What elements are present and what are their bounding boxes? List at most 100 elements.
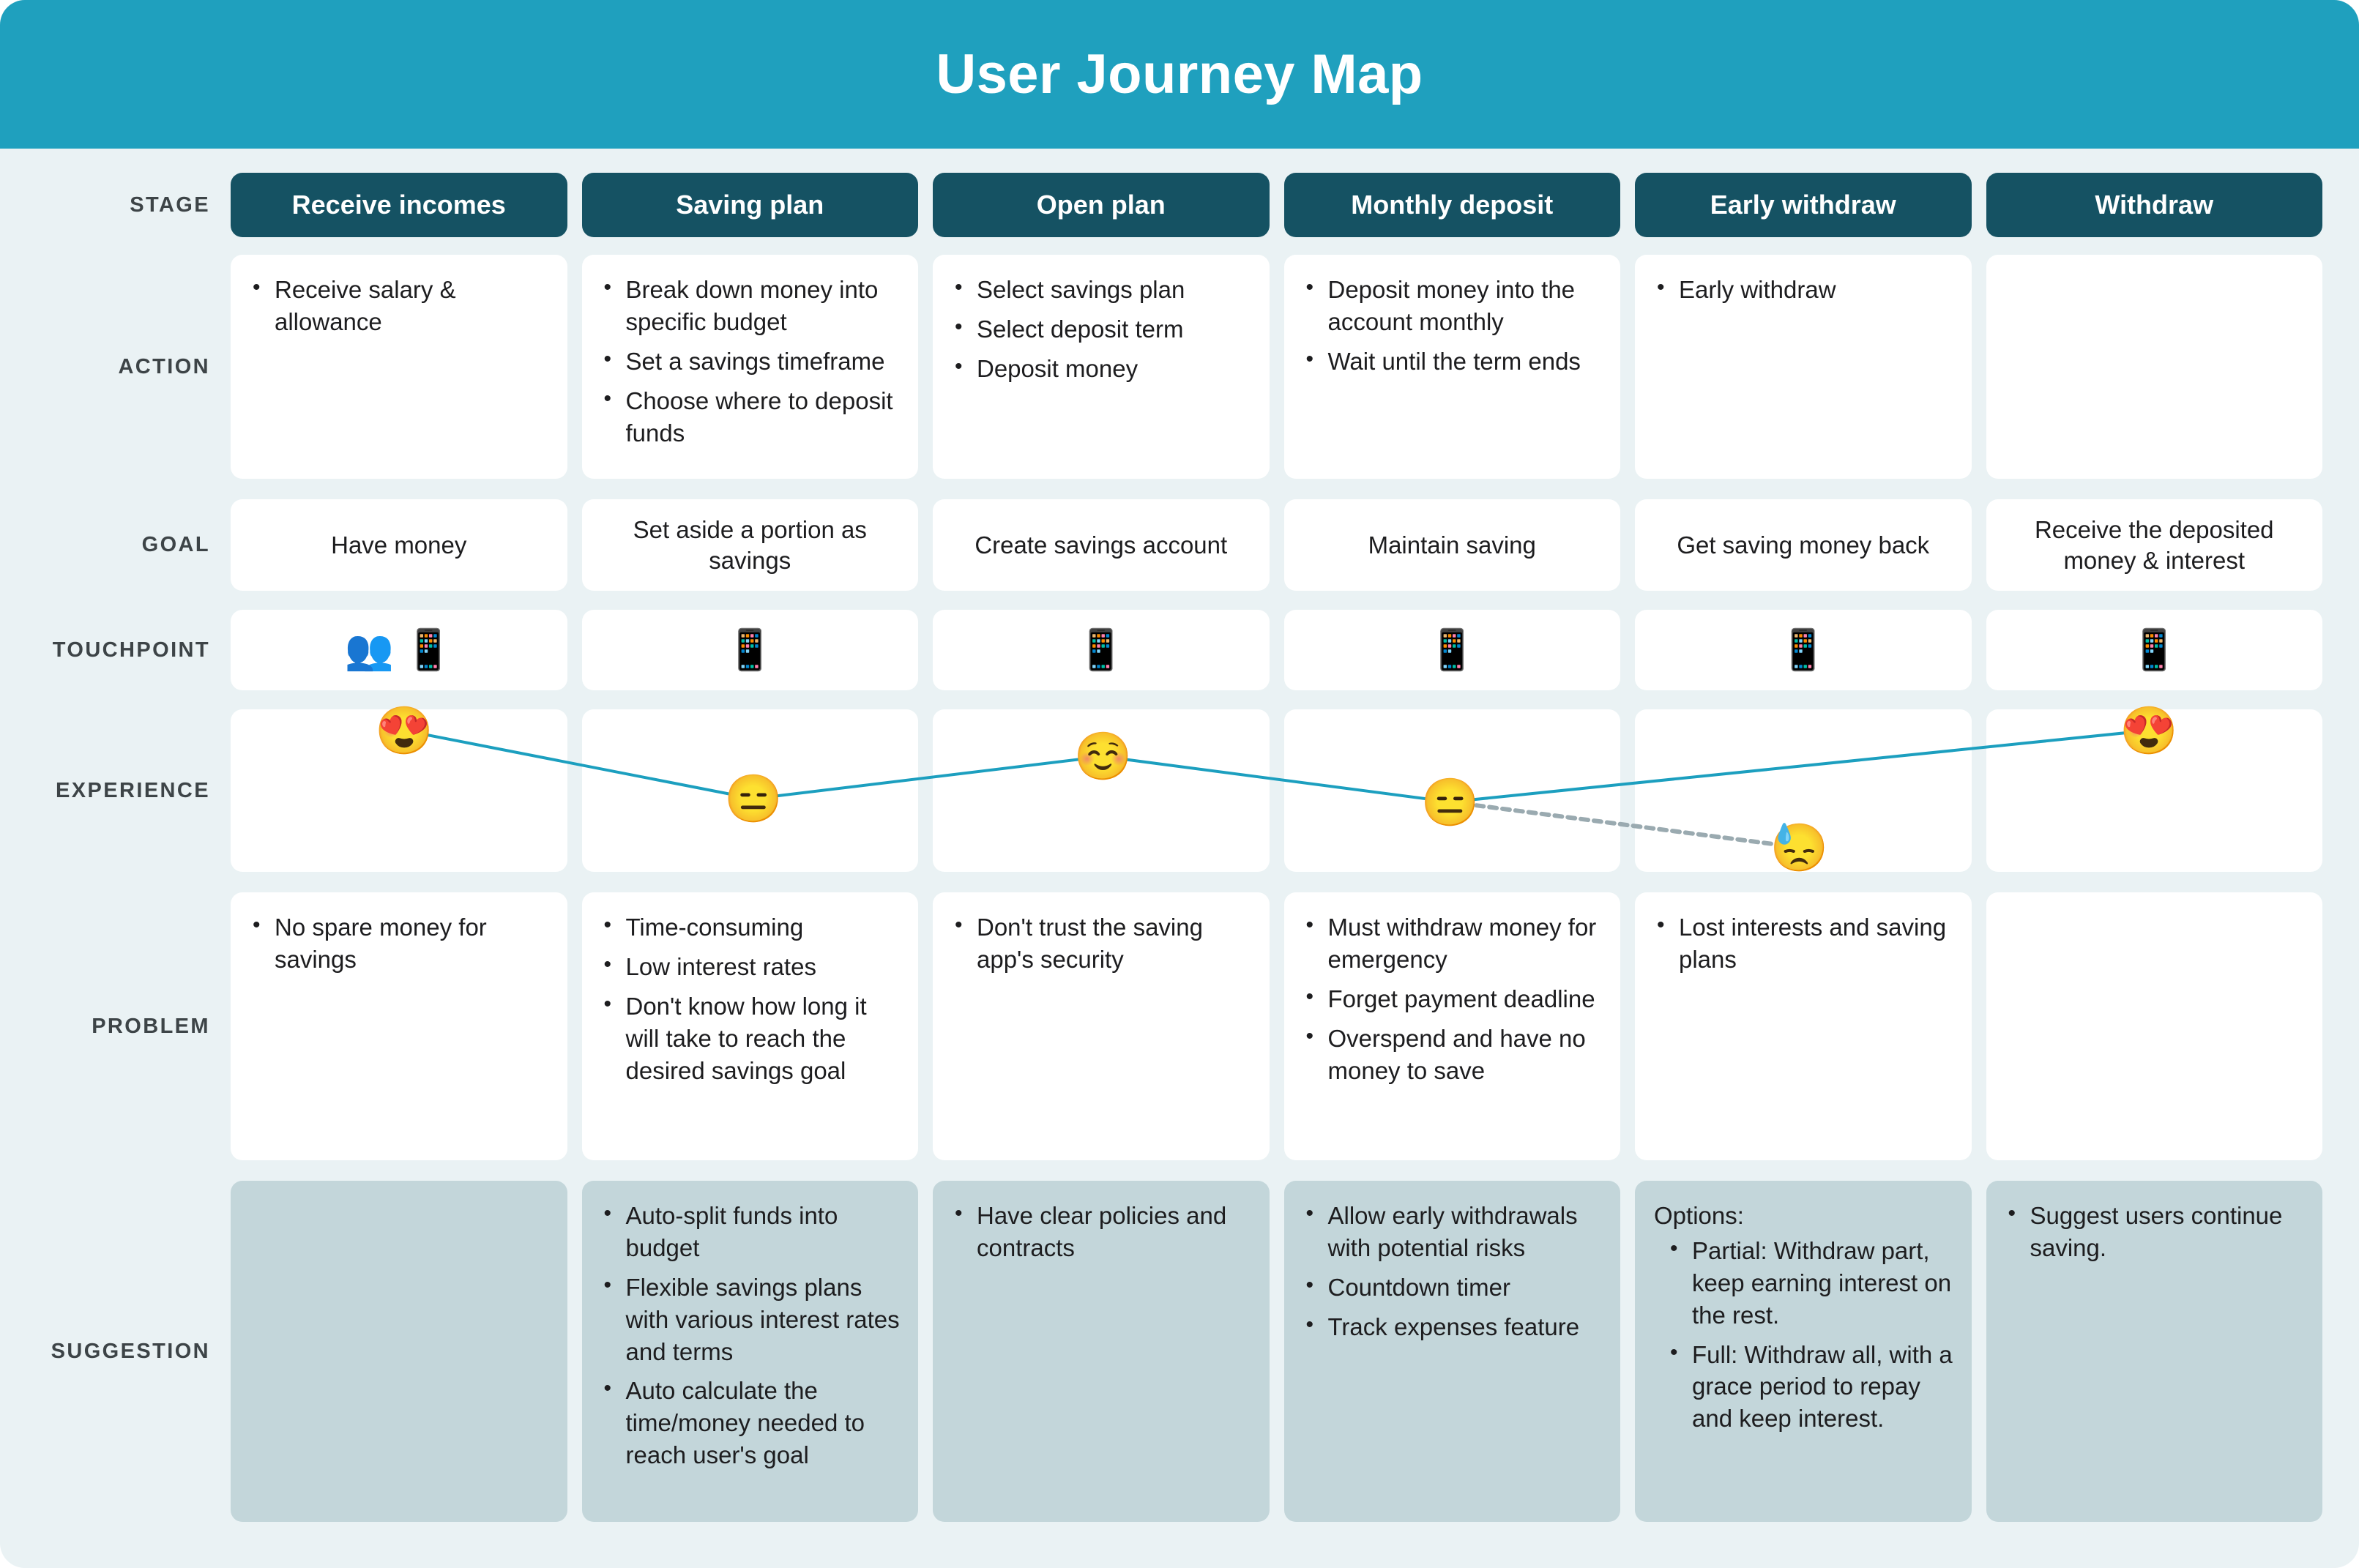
bullet-list: Lost interests and saving plans	[1654, 911, 1954, 976]
busts-in-silhouette-icon: 👥	[344, 628, 394, 672]
bullet-list: Auto-split funds into budgetFlexible sav…	[601, 1199, 901, 1471]
list-item: Low interest rates	[601, 950, 901, 983]
mobile-phone-icon: 📱	[1778, 628, 1828, 672]
list-item: Countdown timer	[1303, 1271, 1603, 1304]
row-label-problem: PROBLEM	[92, 1014, 210, 1038]
touchpoint-cell-2: 📱	[933, 610, 1270, 690]
suggestion-row: SUGGESTION Auto-split funds into budgetF…	[37, 1181, 2322, 1522]
goal-text: Get saving money back	[1677, 531, 1930, 559]
experience-cell-0	[231, 709, 567, 872]
list-item: Have clear policies and contracts	[952, 1199, 1252, 1264]
goal-text: Maintain saving	[1368, 531, 1536, 559]
experience-cell-3	[1283, 709, 1620, 872]
suggestion-heading: Options:	[1654, 1202, 1744, 1229]
experience-row: EXPERIENCE 😍😑☺️😑😓😍	[37, 707, 2322, 872]
experience-cells: 😍😑☺️😑😓😍	[231, 707, 2322, 872]
bullet-list: Must withdraw money for emergencyForget …	[1303, 911, 1603, 1086]
action-cell-3: Deposit money into the account monthlyWa…	[1283, 255, 1620, 479]
stage-label: Monthly deposit	[1351, 190, 1554, 220]
bullet-list: Don't trust the saving app's security	[952, 911, 1252, 976]
list-item: Must withdraw money for emergency	[1303, 911, 1603, 976]
suggestion-cell-5: Suggest users continue saving.	[1986, 1181, 2322, 1522]
stage-cell-2[interactable]: Open plan	[933, 173, 1270, 237]
list-item: Allow early withdrawals with potential r…	[1303, 1199, 1603, 1264]
touchpoint-cells: 👥📱📱📱📱📱📱	[231, 610, 2322, 690]
bullet-list: Time-consumingLow interest ratesDon't kn…	[601, 911, 901, 1086]
stage-cell-3[interactable]: Monthly deposit	[1283, 173, 1620, 237]
goal-cell-2: Create savings account	[933, 499, 1270, 591]
touchpoint-cell-4: 📱	[1635, 610, 1972, 690]
bullet-list: Receive salary & allowance	[250, 273, 550, 338]
row-label-suggestion: SUGGESTION	[51, 1339, 210, 1363]
suggestion-cells: Auto-split funds into budgetFlexible sav…	[231, 1181, 2322, 1522]
list-item: Suggest users continue saving.	[2005, 1199, 2306, 1264]
list-item: Forget payment deadline	[1303, 982, 1603, 1015]
list-item: Time-consuming	[601, 911, 901, 944]
stage-label: Early withdraw	[1710, 190, 1896, 220]
bullet-list: Deposit money into the account monthlyWa…	[1303, 273, 1603, 378]
row-label-action: ACTION	[118, 354, 210, 378]
row-label-stage: STAGE	[130, 193, 210, 217]
mobile-phone-icon: 📱	[1076, 628, 1126, 672]
list-item: Lost interests and saving plans	[1654, 911, 1954, 976]
touchpoint-cell-5: 📱	[1986, 610, 2322, 690]
list-item: Auto-split funds into budget	[601, 1199, 901, 1264]
list-item: Select deposit term	[952, 313, 1252, 346]
list-item: Partial: Withdraw part, keep earning int…	[1654, 1234, 1954, 1332]
list-item: Early withdraw	[1654, 273, 1954, 306]
action-cell-1: Break down money into specific budgetSet…	[581, 255, 918, 479]
list-item: Receive salary & allowance	[250, 273, 550, 338]
list-item: Deposit money	[952, 352, 1252, 385]
problem-cell-2: Don't trust the saving app's security	[933, 892, 1270, 1160]
stage-cell-1[interactable]: Saving plan	[581, 173, 918, 237]
list-item: Break down money into specific budget	[601, 273, 901, 338]
bullet-list: Partial: Withdraw part, keep earning int…	[1654, 1234, 1954, 1435]
suggestion-cell-4: Options: Partial: Withdraw part, keep ear…	[1635, 1181, 1972, 1522]
touchpoint-cell-0: 👥📱	[231, 610, 567, 690]
mobile-phone-icon: 📱	[725, 628, 775, 672]
suggestion-cell-2: Have clear policies and contracts	[933, 1181, 1270, 1522]
problem-cell-1: Time-consumingLow interest ratesDon't kn…	[581, 892, 918, 1160]
list-item: Auto calculate the time/money needed to …	[601, 1374, 901, 1471]
bullet-list: Break down money into specific budgetSet…	[601, 273, 901, 449]
list-item: Set a savings timeframe	[601, 345, 901, 378]
suggestion-cell-3: Allow early withdrawals with potential r…	[1283, 1181, 1620, 1522]
goal-text: Receive the deposited money & interest	[2034, 515, 2274, 574]
stage-cell-0[interactable]: Receive incomes	[231, 173, 567, 237]
action-cell-0: Receive salary & allowance	[231, 255, 567, 479]
list-item: No spare money for savings	[250, 911, 550, 976]
mobile-phone-icon: 📱	[403, 628, 453, 672]
action-cell-2: Select savings planSelect deposit termDe…	[933, 255, 1270, 479]
problem-cell-4: Lost interests and saving plans	[1635, 892, 1972, 1160]
stage-label: Withdraw	[2095, 190, 2214, 220]
row-label-goal: GOAL	[141, 533, 210, 556]
experience-cell-5	[1986, 709, 2322, 872]
problem-cell-5	[1986, 892, 2322, 1160]
problem-cells: No spare money for savings Time-consuming…	[231, 892, 2322, 1160]
list-item: Select savings plan	[952, 273, 1252, 306]
goal-cell-4: Get saving money back	[1635, 499, 1972, 591]
touchpoint-cell-3: 📱	[1283, 610, 1620, 690]
bullet-list: Select savings planSelect deposit termDe…	[952, 273, 1252, 385]
touchpoint-cell-1: 📱	[581, 610, 918, 690]
stage-cell-4[interactable]: Early withdraw	[1635, 173, 1972, 237]
list-item: Wait until the term ends	[1303, 345, 1603, 378]
problem-cell-3: Must withdraw money for emergencyForget …	[1283, 892, 1620, 1160]
goal-cell-1: Set aside a portion as savings	[581, 499, 918, 591]
list-item: Overspend and have no money to save	[1303, 1022, 1603, 1087]
action-cell-4: Early withdraw	[1635, 255, 1972, 479]
experience-cell-1	[581, 709, 918, 872]
bullet-list: Early withdraw	[1654, 273, 1954, 306]
bullet-list: Have clear policies and contracts	[952, 1199, 1252, 1264]
stage-cell-5[interactable]: Withdraw	[1986, 173, 2322, 237]
list-item: Flexible savings plans with various inte…	[601, 1271, 901, 1368]
bullet-list: Suggest users continue saving.	[2005, 1199, 2306, 1264]
row-label-touchpoint: TOUCHPOINT	[52, 638, 210, 662]
bullet-list: Allow early withdrawals with potential r…	[1303, 1199, 1603, 1343]
